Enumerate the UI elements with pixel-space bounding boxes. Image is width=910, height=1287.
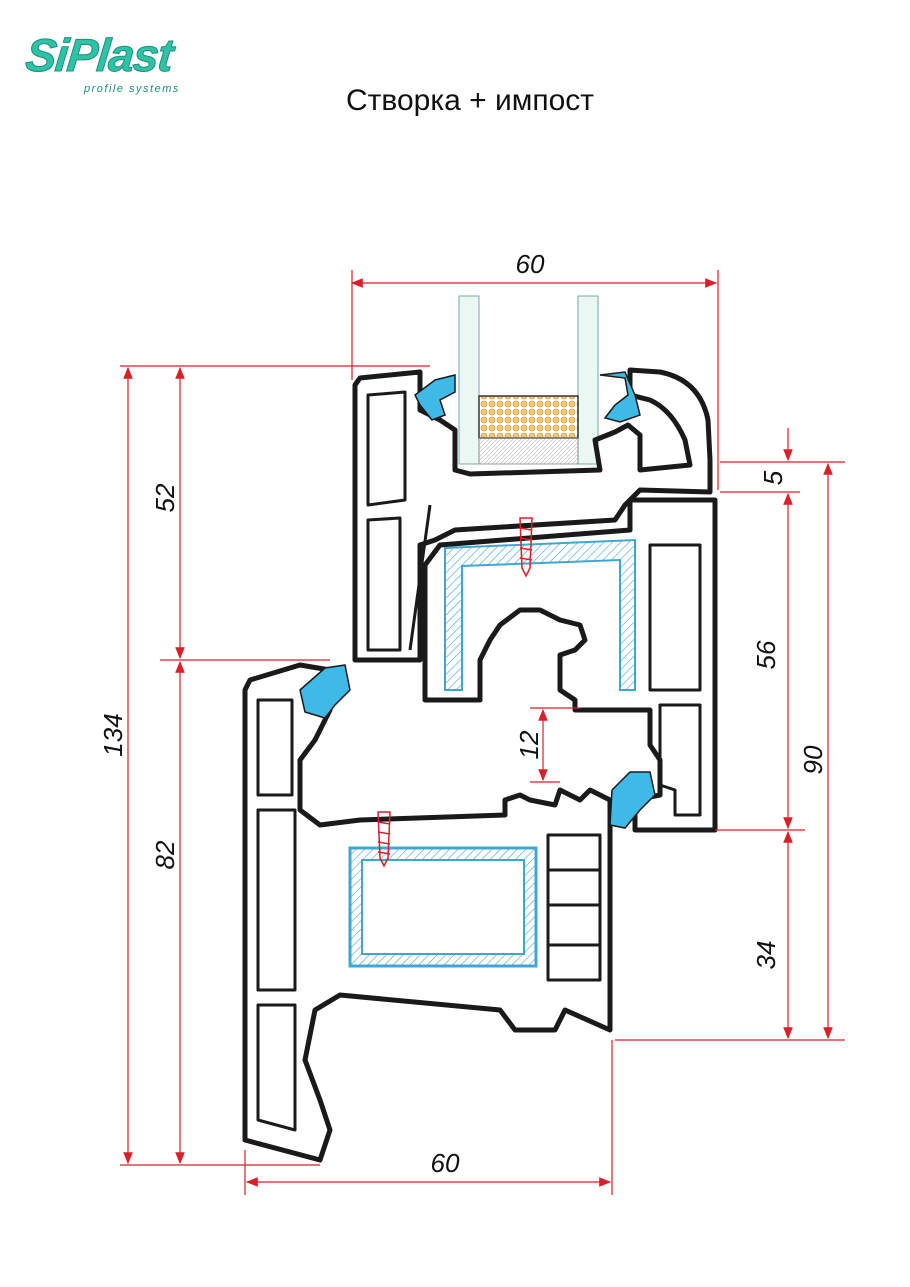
glass-unit (458, 295, 599, 465)
gasket-frame (299, 664, 351, 719)
gaskets (299, 371, 656, 829)
screw-lower (377, 811, 391, 868)
steel-reinforcement-lower (348, 846, 538, 968)
frame-profile (242, 662, 613, 1163)
dim-total-height: 134 (98, 713, 128, 756)
glass-pane-right (577, 295, 599, 465)
steel-reinforcement-upper (444, 538, 636, 691)
gasket-impost (609, 771, 656, 829)
screw-upper (519, 517, 533, 578)
dimension-lines (120, 270, 845, 1195)
dim-impost-height: 90 (798, 745, 828, 774)
siplast-logo: SiPlast profile systems (23, 28, 188, 102)
dim-frame-bottom: 82 (150, 840, 180, 869)
dim-overlap: 5 (758, 470, 788, 485)
dim-impost-mid: 56 (751, 640, 781, 669)
dim-impost-bottom: 34 (751, 941, 781, 970)
sash-profile (352, 367, 713, 663)
dim-base-width: 60 (431, 1148, 460, 1178)
gasket-glazing-right (599, 371, 641, 423)
logo-tagline: profile systems (84, 83, 180, 95)
dim-gap: 12 (514, 730, 544, 759)
gasket-glazing-left (414, 374, 456, 421)
sealant (478, 437, 579, 465)
dim-sash-top: 52 (150, 483, 180, 512)
glass-pane-left (458, 295, 480, 465)
page-title: Створка + импост (345, 84, 595, 117)
dim-glass-width: 60 (516, 249, 545, 279)
spacer-frame (478, 395, 579, 439)
